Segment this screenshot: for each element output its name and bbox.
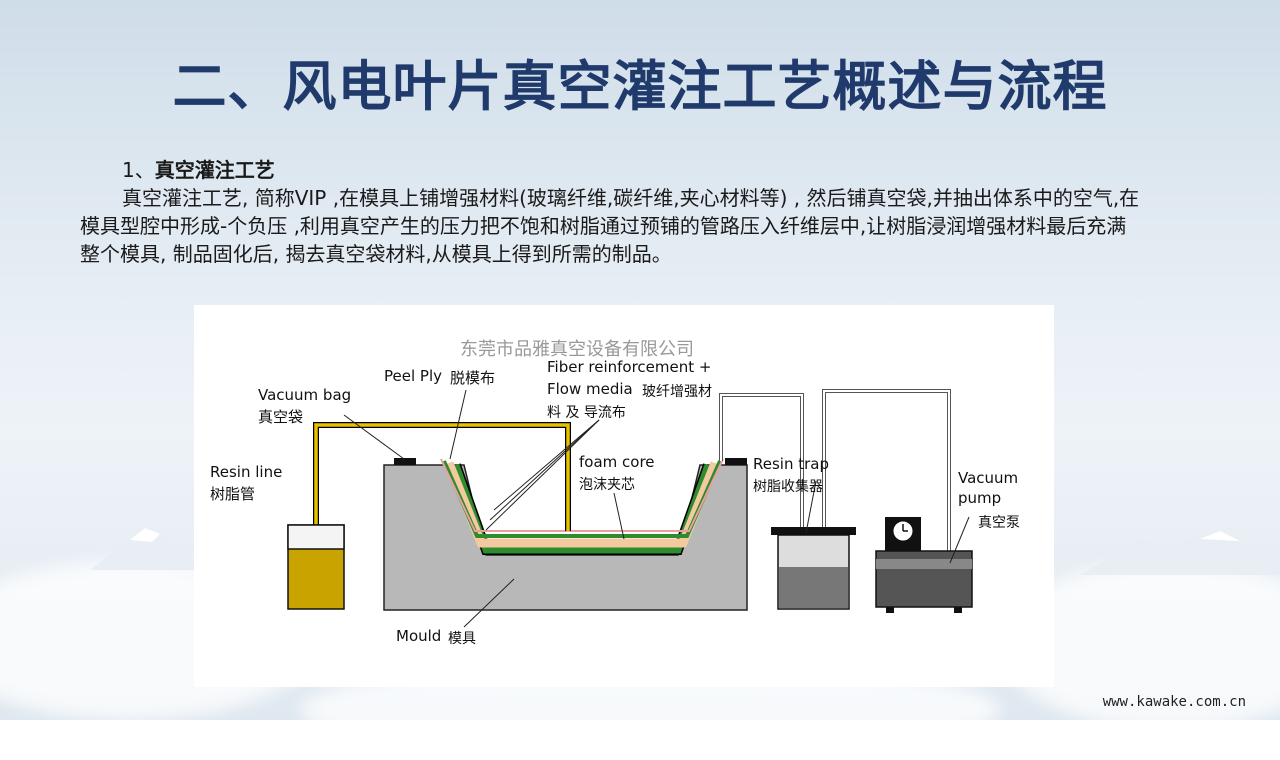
sealant-tape-right	[725, 458, 747, 465]
label-fiber-cn-2: 料 及 导流布	[547, 405, 626, 421]
label-fiber-cn-1: 玻纤增强材	[642, 384, 712, 400]
label-peel-ply-en: Peel Ply	[384, 367, 442, 385]
label-vacuum-bag-cn: 真空袋	[258, 408, 303, 426]
leader-peel-ply	[449, 389, 467, 460]
resin-trap-lid	[771, 527, 856, 535]
mountain	[1080, 531, 1280, 575]
foam-core-layer	[444, 461, 720, 548]
resin-line	[314, 423, 570, 531]
label-peel-ply-cn: 脱模布	[450, 369, 495, 387]
label-resin-trap-cn: 树脂收集器	[753, 478, 823, 495]
peel-ply-layer	[440, 458, 724, 532]
leader-mould	[463, 578, 515, 628]
sealant-tape-left	[394, 458, 416, 465]
resin-trap-fill	[779, 567, 848, 608]
section-paragraph: 真空灌注工艺, 简称VIP ,在模具上铺增强材料(玻璃纤维,碳纤维,夹心材料等)…	[80, 186, 1140, 266]
vacuum-line-2-inner	[823, 390, 950, 567]
leader-vacuum-bag	[343, 414, 405, 460]
section-vip: 1、真空灌注工艺 真空灌注工艺, 简称VIP ,在模具上铺增强材料(玻璃纤维,碳…	[80, 156, 1140, 268]
leader-resin-trap	[805, 480, 817, 534]
watermark: 东莞市品雅真空设备有限公司	[460, 339, 694, 360]
diagram-svg: 东莞市品雅真空设备有限公司	[210, 339, 1020, 647]
label-mould-cn: 模具	[448, 631, 476, 647]
page-title: 二、风电叶片真空灌注工艺概述与流程	[172, 55, 1108, 118]
leader-fiber-3	[493, 419, 600, 511]
leader-fiber-2	[489, 419, 600, 521]
leader-foam-core	[613, 492, 625, 540]
mountain	[90, 528, 210, 570]
label-resin-line-en: Resin line	[210, 463, 282, 481]
label-vacuum-pump-en-2: pump	[958, 489, 1001, 507]
label-foam-core-cn: 泡沫夹芯	[579, 477, 635, 493]
label-vacuum-bag-en: Vacuum bag	[258, 386, 351, 404]
label-resin-trap-en: Resin trap	[753, 455, 829, 473]
vip-process-diagram: 东莞市品雅真空设备有限公司	[194, 305, 1054, 687]
label-resin-line-cn: 树脂管	[210, 485, 255, 503]
label-foam-core-en: foam core	[579, 453, 655, 471]
label-fiber-en-1: Fiber reinforcement +	[547, 358, 711, 376]
section-number: 1、	[122, 158, 155, 182]
section-heading: 1、真空灌注工艺	[122, 156, 1140, 184]
resin-pot-top	[287, 524, 345, 550]
leader-fiber-1	[485, 419, 600, 531]
label-mould-en: Mould	[396, 627, 441, 645]
section-heading-text: 真空灌注工艺	[154, 158, 275, 182]
leader-vacuum-pump	[949, 516, 970, 564]
footer-url: www.kawake.com.cn	[1102, 694, 1246, 710]
label-vacuum-pump-cn: 真空泵	[978, 515, 1020, 531]
label-fiber-en-2: Flow media	[547, 380, 633, 398]
fiber-layer	[442, 460, 722, 538]
vacuum-line-1-inner	[720, 394, 803, 530]
label-vacuum-pump-en-1: Vacuum	[958, 469, 1018, 487]
